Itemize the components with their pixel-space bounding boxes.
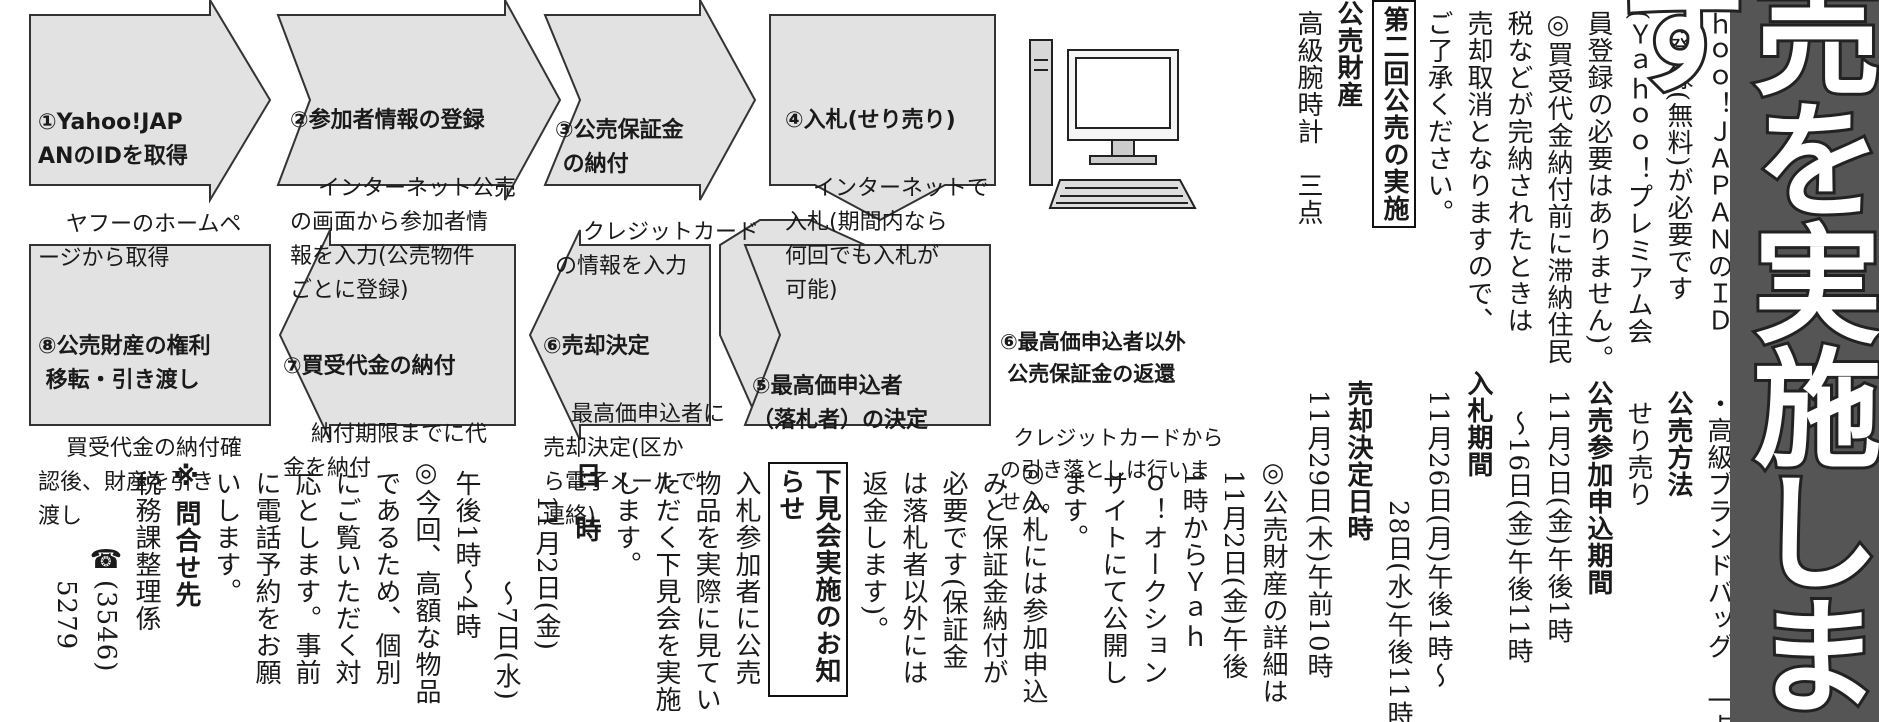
step-7-title: ⑦買受代金の納付 xyxy=(283,354,456,379)
note-6: ます。 xyxy=(1058,470,1088,551)
property-item: 高級腕時計 三点 xyxy=(1293,10,1323,226)
note-10: は落札者以外には xyxy=(898,470,928,686)
headline-banner: 売を実施します xyxy=(1594,0,1879,722)
decision-heading: 売却決定日時 xyxy=(1343,380,1373,542)
method-heading: 公売方法 xyxy=(1663,390,1693,498)
top-col-2: の登録(無料)が必要です xyxy=(1663,10,1693,303)
step-6a-arrow xyxy=(743,244,991,426)
contact-phone: 5279 xyxy=(51,580,81,651)
step-4-title: ④入札(せり売り) xyxy=(785,108,956,133)
step-7: ⑦買受代金の納付 納付期限までに代 金を納付 xyxy=(283,282,487,520)
step-1-body: ヤフーのホームペ ージから取得 xyxy=(38,212,242,271)
step-8: ⑧公売財産の権利 移転・引き渡し 買受代金の納付確 認後、財産を引き 渡し xyxy=(38,262,242,568)
step-8-title: ⑧公売財産の権利 移転・引き渡し xyxy=(38,334,211,393)
note-2: 11月2日(金)午後 xyxy=(1218,470,1248,680)
phone-icon: ☎ xyxy=(91,545,121,576)
step-2-body: インターネット公売 の画面から参加者情 報を入力(公売物件 ごとに登録) xyxy=(290,176,516,303)
step-8-arrow xyxy=(29,244,271,426)
preview-datetime-heading: 日 時 xyxy=(571,462,601,543)
boxed-heading: 第二回公売の実施 xyxy=(1372,0,1416,228)
step-3: ③公売保証金 の納付 クレジットカード の情報を入力 xyxy=(555,46,759,318)
step-6a-body: クレジットカードから の引き落としは行いま せん。 xyxy=(1000,426,1224,514)
contact-dept: 税務課整理係 xyxy=(131,470,161,632)
contact-marker: ※ xyxy=(171,462,201,493)
computer-illustration xyxy=(820,0,1010,200)
top-col-4: 員登録の必要はありません)。 xyxy=(1583,10,1613,373)
preview-heading: 下見会実施のお知らせ xyxy=(768,462,848,697)
step-6b: ⑥売却決定 最高価申込者に 売却決定(区か ら電子メールで 連絡) xyxy=(543,262,725,568)
note-9: 必要です(保証金 xyxy=(938,470,968,671)
step-1-title: ①Yahoo!JAP ANのIDを取得 xyxy=(38,110,188,169)
step-6a-title: ⑥最高価申込者以外 公売保証金の返還 xyxy=(1000,330,1186,386)
preview-date-2: ～7日(水) xyxy=(491,580,521,701)
note-7: ◎入札には参加申込 xyxy=(1018,458,1048,705)
apply-heading: 公売参加申込期間 xyxy=(1583,380,1613,596)
note-11: 返金します)。 xyxy=(858,470,888,644)
property-heading: 公売財産 xyxy=(1333,0,1363,108)
top-col-5: ◎買受代金納付前に滞納住民 xyxy=(1543,10,1573,365)
step-1-arrow xyxy=(29,0,272,204)
step-7-body: 納付期限までに代 金を納付 xyxy=(283,422,487,481)
contact-heading: 問合せ先 xyxy=(171,500,201,608)
step-4-arrow xyxy=(769,14,996,222)
top-col-7: 売却取消となりますので、 xyxy=(1463,10,1493,334)
preview-date-1: 11月2日(金) xyxy=(531,495,561,651)
step-8-body: 買受代金の納付確 認後、財産を引き 渡し xyxy=(38,436,242,529)
note-5: サイトにて公開し xyxy=(1098,470,1128,686)
preview-text-1: 入札参加者に公売 xyxy=(731,470,761,686)
note-8: みと保証金納付が xyxy=(978,470,1008,686)
item-bag: ・高級ブランドバッグ 一点 xyxy=(1703,390,1733,722)
headline-text: 売を実施します xyxy=(1594,0,1879,717)
step-6a xyxy=(757,262,770,330)
top-col-3: (Ｙａｈｏｏ！プレミアム会 xyxy=(1623,10,1653,346)
contact-phone-prefix: (3546) xyxy=(91,580,121,673)
preview-note-4: 応とします。事前 xyxy=(291,470,321,686)
method: せり売り xyxy=(1623,400,1653,508)
top-col-6: 税などが完納されたときは xyxy=(1503,10,1533,334)
step-5: ⑤最高価申込者 （落札者）の決定 xyxy=(752,302,928,506)
computer-icon xyxy=(1029,39,1197,209)
apply-2: ～16日(金)午後11時 xyxy=(1503,410,1533,665)
preview-text-3: ただく下見会を実施 xyxy=(651,470,681,713)
step-1: ①Yahoo!JAP ANのIDを取得 ヤフーのホームペ ージから取得 xyxy=(38,38,241,310)
step-3-arrow xyxy=(543,0,757,201)
step-2-arrow xyxy=(276,0,562,201)
preview-note-6: いします。 xyxy=(211,470,241,605)
procedure-flowchart: ①Yahoo!JAP ANのIDを取得 ヤフーのホームペ ージから取得 ②参加者… xyxy=(29,0,1010,568)
step-4: ④入札(せり売り) インターネットで 入札(期間内なら 何回でも入札が 可能) xyxy=(785,36,989,342)
step-6a-text: ⑥最高価申込者以外 公売保証金の返還 クレジットカードから の引き落としは行いま… xyxy=(1000,262,1223,518)
apply-1: 11月2日(金)午後1時 xyxy=(1543,390,1573,645)
step-7-arrow xyxy=(278,229,516,441)
bid-1: 11月26日(月)午後1時～ xyxy=(1423,390,1453,689)
step-3-title: ③公売保証金 の納付 xyxy=(555,118,684,177)
preview-note-1: ◎今回、高額な物品 xyxy=(411,458,441,705)
top-col-1: ｈｏｏ！ＪＡＰＡＮのＩＤ xyxy=(1703,10,1733,334)
preview-note-2: であるため、個別 xyxy=(371,470,401,686)
step-2-title: ②参加者情報の登録 xyxy=(290,108,485,133)
step-5-title: ⑤最高価申込者 （落札者）の決定 xyxy=(752,374,929,433)
flowchart-shapes xyxy=(29,0,996,441)
step-4-body: インターネットで 入札(期間内なら 何回でも入札が 可能) xyxy=(785,176,989,303)
note-3: 1時からＹａｈ xyxy=(1178,470,1208,650)
bid-heading: 入札期間 xyxy=(1463,370,1493,478)
preview-text-2: 物品を実際に見てい xyxy=(691,470,721,713)
preview-note-3: にご覧いただく対 xyxy=(331,470,361,686)
step-6b-title: ⑥売却決定 xyxy=(543,334,650,359)
note-1: ◎公売財産の詳細は xyxy=(1258,458,1288,705)
step-6b-body: 最高価申込者に 売却決定(区か ら電子メールで 連絡) xyxy=(543,402,725,529)
top-col-8: ご了承ください。 xyxy=(1423,10,1453,226)
preview-time: 午後1時～4時 xyxy=(451,470,481,641)
bid-2: 28日(水)午後11時 xyxy=(1383,500,1413,722)
preview-note-5: に電話予約をお願 xyxy=(251,470,281,686)
step-2: ②参加者情報の登録 インターネット公売 の画面から参加者情 報を入力(公売物件 … xyxy=(290,36,516,342)
step-6b-arrow xyxy=(528,229,711,441)
step-3-body: クレジットカード の情報を入力 xyxy=(555,220,759,279)
preview-text-4: します。 xyxy=(611,470,641,578)
note-4: ｏ！オークション xyxy=(1138,470,1168,686)
decision: 11月29日(木)午前10時 xyxy=(1303,390,1333,680)
